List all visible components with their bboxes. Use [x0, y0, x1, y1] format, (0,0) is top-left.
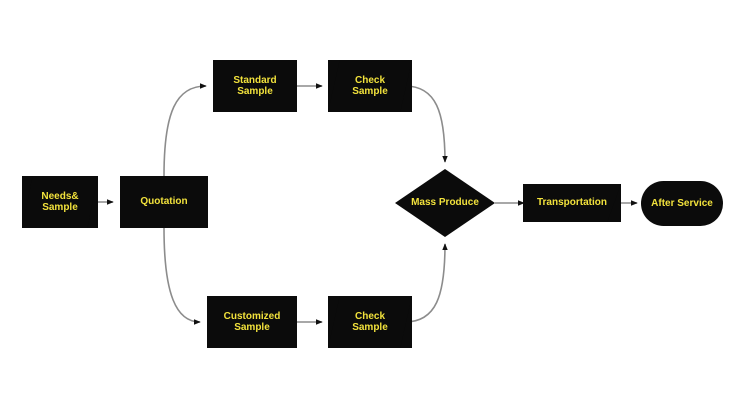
edge-check-sample-to-mass-produce — [404, 85, 448, 163]
node-label-standard-sample: Standard Sample — [233, 74, 277, 98]
node-after-service[interactable]: After Service — [641, 181, 723, 226]
node-shape-parallelogram — [328, 296, 412, 348]
node-customized-sample[interactable]: Customized Sample — [207, 296, 297, 348]
node-quotation[interactable]: Quotation — [120, 176, 208, 228]
edge-quotation-to-standard-sample — [163, 83, 207, 177]
node-check-sample-standard[interactable]: Check Sample — [328, 60, 412, 112]
node-needs-sample[interactable]: Needs& Sample — [22, 176, 98, 228]
node-check-sample-customized[interactable]: Check Sample — [328, 296, 412, 348]
node-shape-diamond — [395, 169, 495, 237]
node-label-quotation: Quotation — [140, 196, 188, 208]
node-standard-sample[interactable]: Standard Sample — [213, 60, 297, 112]
node-label-customized-sample: Customized Sample — [223, 310, 281, 334]
node-transportation[interactable]: Transportation — [523, 184, 621, 222]
node-shape-parallelogram — [328, 60, 412, 112]
node-label-after-service: After Service — [651, 197, 713, 209]
node-shape-parallelogram — [523, 184, 621, 222]
node-mass-produce[interactable]: Mass Produce — [395, 169, 495, 237]
edge-quotation-to-customized-sample — [163, 227, 201, 325]
node-shape-parallelogram — [22, 176, 98, 228]
edge-check-sample-customized-to-mass-produce — [404, 243, 448, 323]
